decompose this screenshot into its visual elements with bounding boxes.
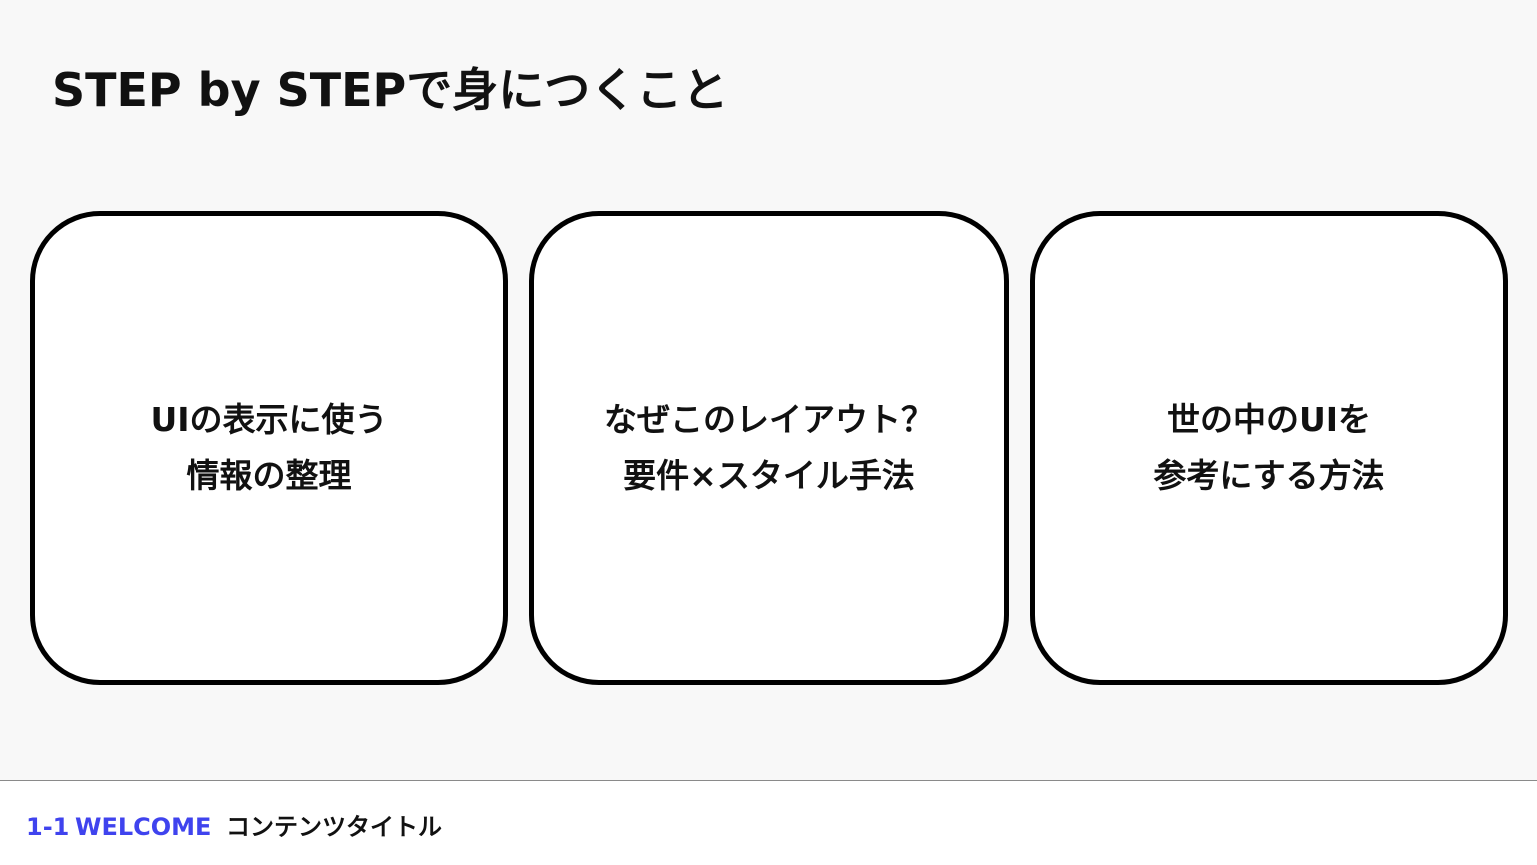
learning-point-card-ui-reference: 世の中のUIを 参考にする方法 — [1030, 211, 1508, 685]
learning-point-card-layout-reasoning: なぜこのレイアウト？ 要件×スタイル手法 — [529, 211, 1009, 685]
content-title: コンテンツタイトル — [226, 813, 442, 841]
learning-point-cards: UIの表示に使う 情報の整理 なぜこのレイアウト？ 要件×スタイル手法 世の中の… — [30, 211, 1508, 685]
card-label-line-1: UIの表示に使う — [150, 400, 388, 439]
card-label-line-1: なぜこのレイアウト？ — [604, 400, 934, 439]
section-name: WELCOME — [75, 813, 212, 841]
card-label-line-2: 参考にする方法 — [1153, 456, 1385, 495]
slide-footer: 1-1 WELCOME コンテンツタイトル — [0, 780, 1537, 865]
section-number: 1-1 — [26, 813, 70, 841]
learning-point-card-information-organization: UIの表示に使う 情報の整理 — [30, 211, 508, 685]
slide-title: STEP by STEPで身につくこと — [52, 63, 729, 117]
card-label-line-1: 世の中のUIを — [1166, 400, 1372, 439]
slide: STEP by STEPで身につくこと UIの表示に使う 情報の整理 なぜこのレ… — [30, 63, 1508, 685]
card-label-line-2: 要件×スタイル手法 — [623, 456, 915, 495]
card-label-line-2: 情報の整理 — [186, 456, 352, 495]
